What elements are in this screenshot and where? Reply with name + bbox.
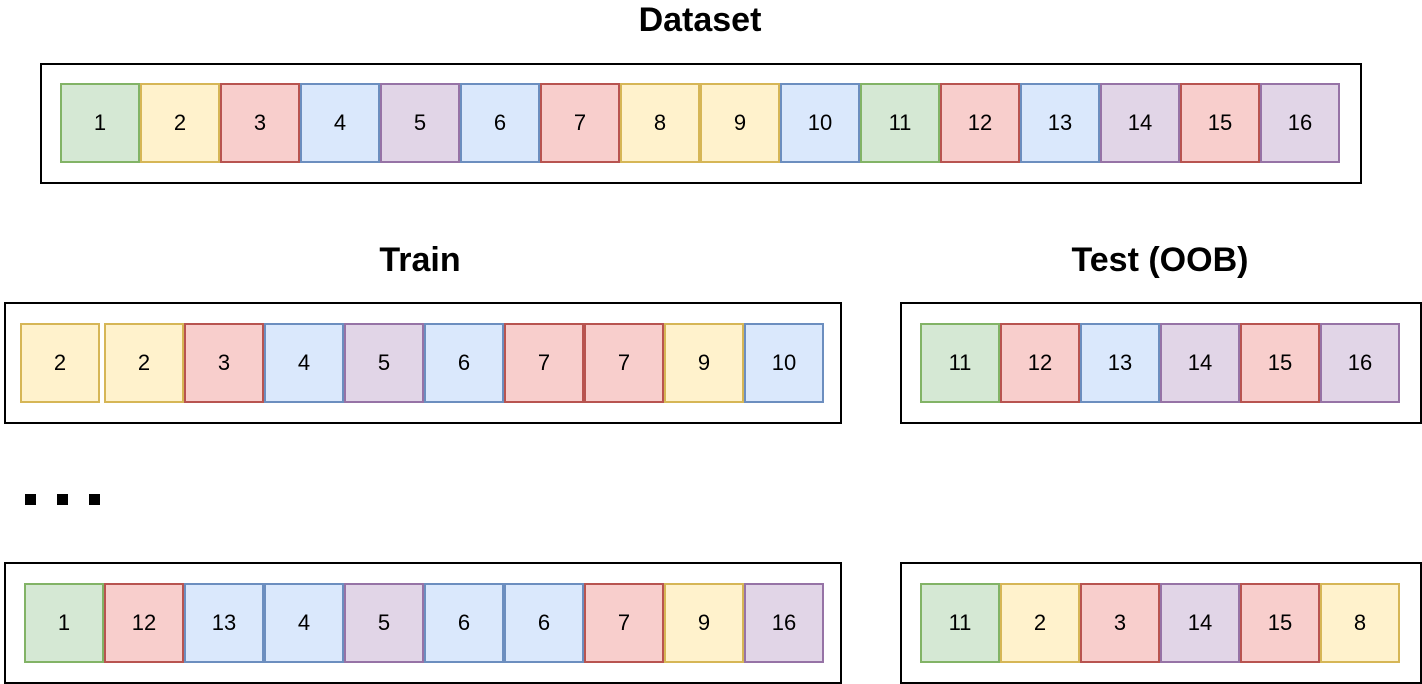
dataset-sample-cell: 5 <box>380 83 460 163</box>
test-2-sample-cell: 15 <box>1240 583 1320 663</box>
train-1-sample-cell: 2 <box>20 323 100 403</box>
train-1-sample-cell: 9 <box>664 323 744 403</box>
dataset-sample-cell: 10 <box>780 83 860 163</box>
train-2-sample-cell: 6 <box>424 583 504 663</box>
dataset-sample-cell: 9 <box>700 83 780 163</box>
test-2-sample-cell: 11 <box>920 583 1000 663</box>
test-1-sample-cell: 14 <box>1160 323 1240 403</box>
dataset-sample-cell: 3 <box>220 83 300 163</box>
dataset-sample-cell: 1 <box>60 83 140 163</box>
ellipsis-dot <box>25 494 36 505</box>
dataset-sample-cell: 6 <box>460 83 540 163</box>
train-1-sample-cell: 5 <box>344 323 424 403</box>
dataset-sample-cell: 7 <box>540 83 620 163</box>
dataset-sample-cell: 16 <box>1260 83 1340 163</box>
train-2-sample-cell: 12 <box>104 583 184 663</box>
test-1-sample-cell: 16 <box>1320 323 1400 403</box>
train-2-sample-cell: 5 <box>344 583 424 663</box>
dataset-sample-cell: 14 <box>1100 83 1180 163</box>
train-1-sample-cell: 3 <box>184 323 264 403</box>
dataset-sample-cell: 2 <box>140 83 220 163</box>
dataset-sample-cell: 13 <box>1020 83 1100 163</box>
train-2-sample-cell: 13 <box>184 583 264 663</box>
test-2-sample-cell: 2 <box>1000 583 1080 663</box>
dataset-sample-cell: 15 <box>1180 83 1260 163</box>
train-2-sample-cell: 9 <box>664 583 744 663</box>
dataset-sample-cell: 8 <box>620 83 700 163</box>
train-1-sample-cell: 10 <box>744 323 824 403</box>
dataset-sample-cell: 12 <box>940 83 1020 163</box>
train-title: Train <box>379 241 461 279</box>
test-oob-title: Test (OOB) <box>1071 241 1249 279</box>
train-2-sample-cell: 6 <box>504 583 584 663</box>
train-2-sample-cell: 7 <box>584 583 664 663</box>
test-2-sample-cell: 14 <box>1160 583 1240 663</box>
test-1-sample-cell: 15 <box>1240 323 1320 403</box>
dataset-sample-cell: 4 <box>300 83 380 163</box>
train-1-sample-cell: 7 <box>504 323 584 403</box>
ellipsis-dot <box>89 494 100 505</box>
dataset-title: Dataset <box>638 1 762 39</box>
test-2-sample-cell: 3 <box>1080 583 1160 663</box>
train-2-sample-cell: 1 <box>24 583 104 663</box>
dataset-sample-cell: 11 <box>860 83 940 163</box>
train-1-sample-cell: 7 <box>584 323 664 403</box>
train-2-sample-cell: 16 <box>744 583 824 663</box>
ellipsis-separator <box>25 494 121 505</box>
test-2-sample-cell: 8 <box>1320 583 1400 663</box>
train-1-sample-cell: 2 <box>104 323 184 403</box>
ellipsis-dot <box>57 494 68 505</box>
train-1-sample-cell: 4 <box>264 323 344 403</box>
test-1-sample-cell: 11 <box>920 323 1000 403</box>
train-1-sample-cell: 6 <box>424 323 504 403</box>
train-2-sample-cell: 4 <box>264 583 344 663</box>
test-1-sample-cell: 12 <box>1000 323 1080 403</box>
test-1-sample-cell: 13 <box>1080 323 1160 403</box>
